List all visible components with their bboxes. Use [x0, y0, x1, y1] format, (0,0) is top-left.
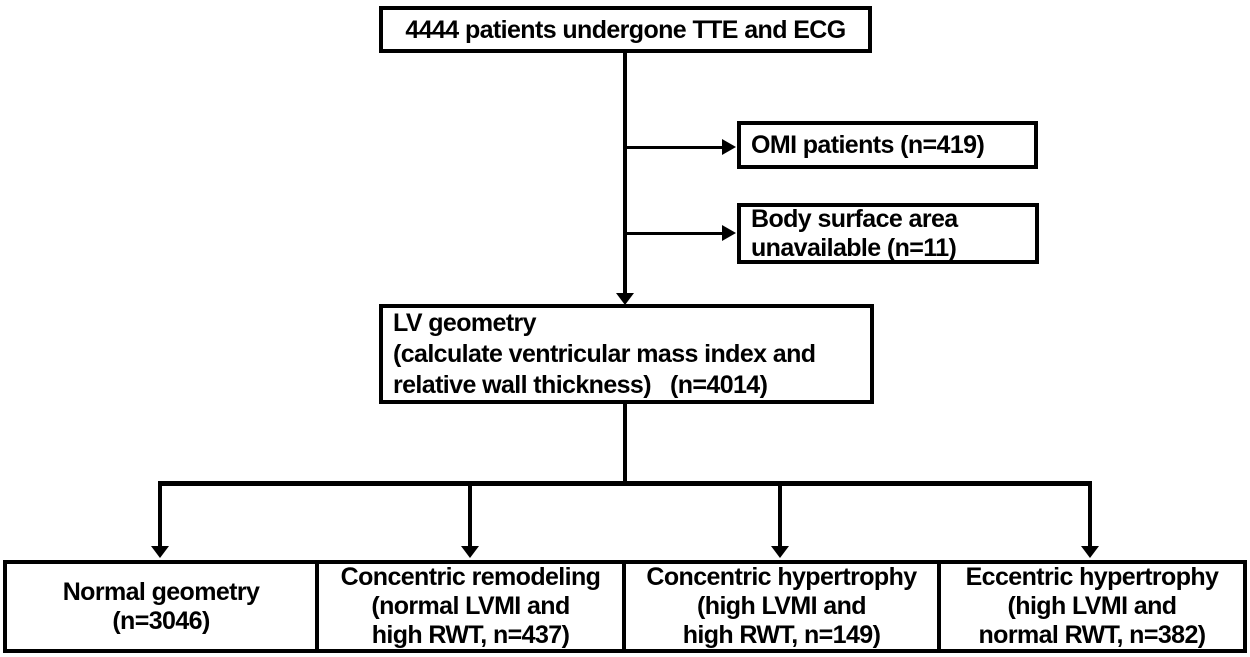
connector-trunk-middle	[623, 403, 627, 483]
connector-drop-eccentric-hypertrophy	[1088, 481, 1092, 547]
box-concentric-remodeling-line-2: (normal LVMI and	[371, 592, 570, 620]
arrowhead-down-eccentric-hypertrophy	[1081, 546, 1099, 558]
arrowhead-down-normal-geometry	[151, 546, 169, 558]
box-concentric-hypertrophy-line-2: (high LVMI and	[697, 592, 866, 620]
box-bsa-unavailable-line-2: unavailable (n=11)	[751, 233, 957, 262]
box-omi-patients: OMI patients (n=419)	[737, 121, 1038, 169]
outcome-row: Normal geometry (n=3046) Concentric remo…	[3, 560, 1247, 653]
box-concentric-remodeling-line-3: high RWT, n=437)	[371, 621, 570, 649]
box-normal-geometry-line-2: (n=3046)	[112, 606, 210, 635]
box-lv-geometry-line-3: relative wall thickness) (n=4014)	[393, 370, 768, 399]
arrowhead-down-to-lv-geometry	[616, 293, 634, 305]
box-lv-geometry-line-1: LV geometry	[393, 308, 537, 337]
box-normal-geometry-line-1: Normal geometry	[62, 577, 260, 606]
box-bsa-unavailable: Body surface area unavailable (n=11)	[737, 203, 1039, 264]
arrowhead-right-bsa	[722, 225, 736, 241]
box-eccentric-hypertrophy-line-1: Eccentric hypertrophy	[965, 563, 1219, 591]
box-concentric-hypertrophy-line-1: Concentric hypertrophy	[646, 563, 917, 591]
box-omi-patients-label: OMI patients (n=419)	[751, 131, 985, 159]
box-concentric-remodeling: Concentric remodeling (normal LVMI and h…	[319, 563, 626, 649]
connector-drop-concentric-hypertrophy	[778, 481, 782, 547]
box-total-patients-label: 4444 patients undergone TTE and ECG	[405, 15, 846, 44]
box-concentric-hypertrophy: Concentric hypertrophy (high LVMI and hi…	[626, 563, 941, 649]
box-lv-geometry-line-2: (calculate ventricular mass index and	[393, 339, 816, 368]
connector-drop-concentric-remodeling	[468, 481, 472, 547]
box-eccentric-hypertrophy-line-3: normal RWT, n=382)	[978, 621, 1207, 649]
connector-trunk-top	[623, 53, 627, 296]
arrowhead-down-concentric-remodeling	[461, 546, 479, 558]
box-total-patients: 4444 patients undergone TTE and ECG	[379, 6, 872, 53]
arrowhead-right-omi	[722, 139, 736, 155]
box-concentric-remodeling-line-1: Concentric remodeling	[340, 563, 601, 591]
arrowhead-down-concentric-hypertrophy	[771, 546, 789, 558]
box-concentric-hypertrophy-line-3: high RWT, n=149)	[682, 621, 881, 649]
box-normal-geometry: Normal geometry (n=3046)	[7, 564, 319, 649]
connector-branch-omi	[625, 146, 723, 149]
connector-drop-normal-geometry	[158, 481, 162, 547]
connector-distributor	[158, 481, 1092, 486]
box-bsa-unavailable-line-1: Body surface area	[751, 204, 958, 233]
box-eccentric-hypertrophy: Eccentric hypertrophy (high LVMI and nor…	[941, 563, 1243, 649]
connector-branch-bsa	[625, 232, 723, 235]
box-eccentric-hypertrophy-line-2: (high LVMI and	[1007, 592, 1177, 620]
box-lv-geometry: LV geometry (calculate ventricular mass …	[379, 304, 874, 404]
